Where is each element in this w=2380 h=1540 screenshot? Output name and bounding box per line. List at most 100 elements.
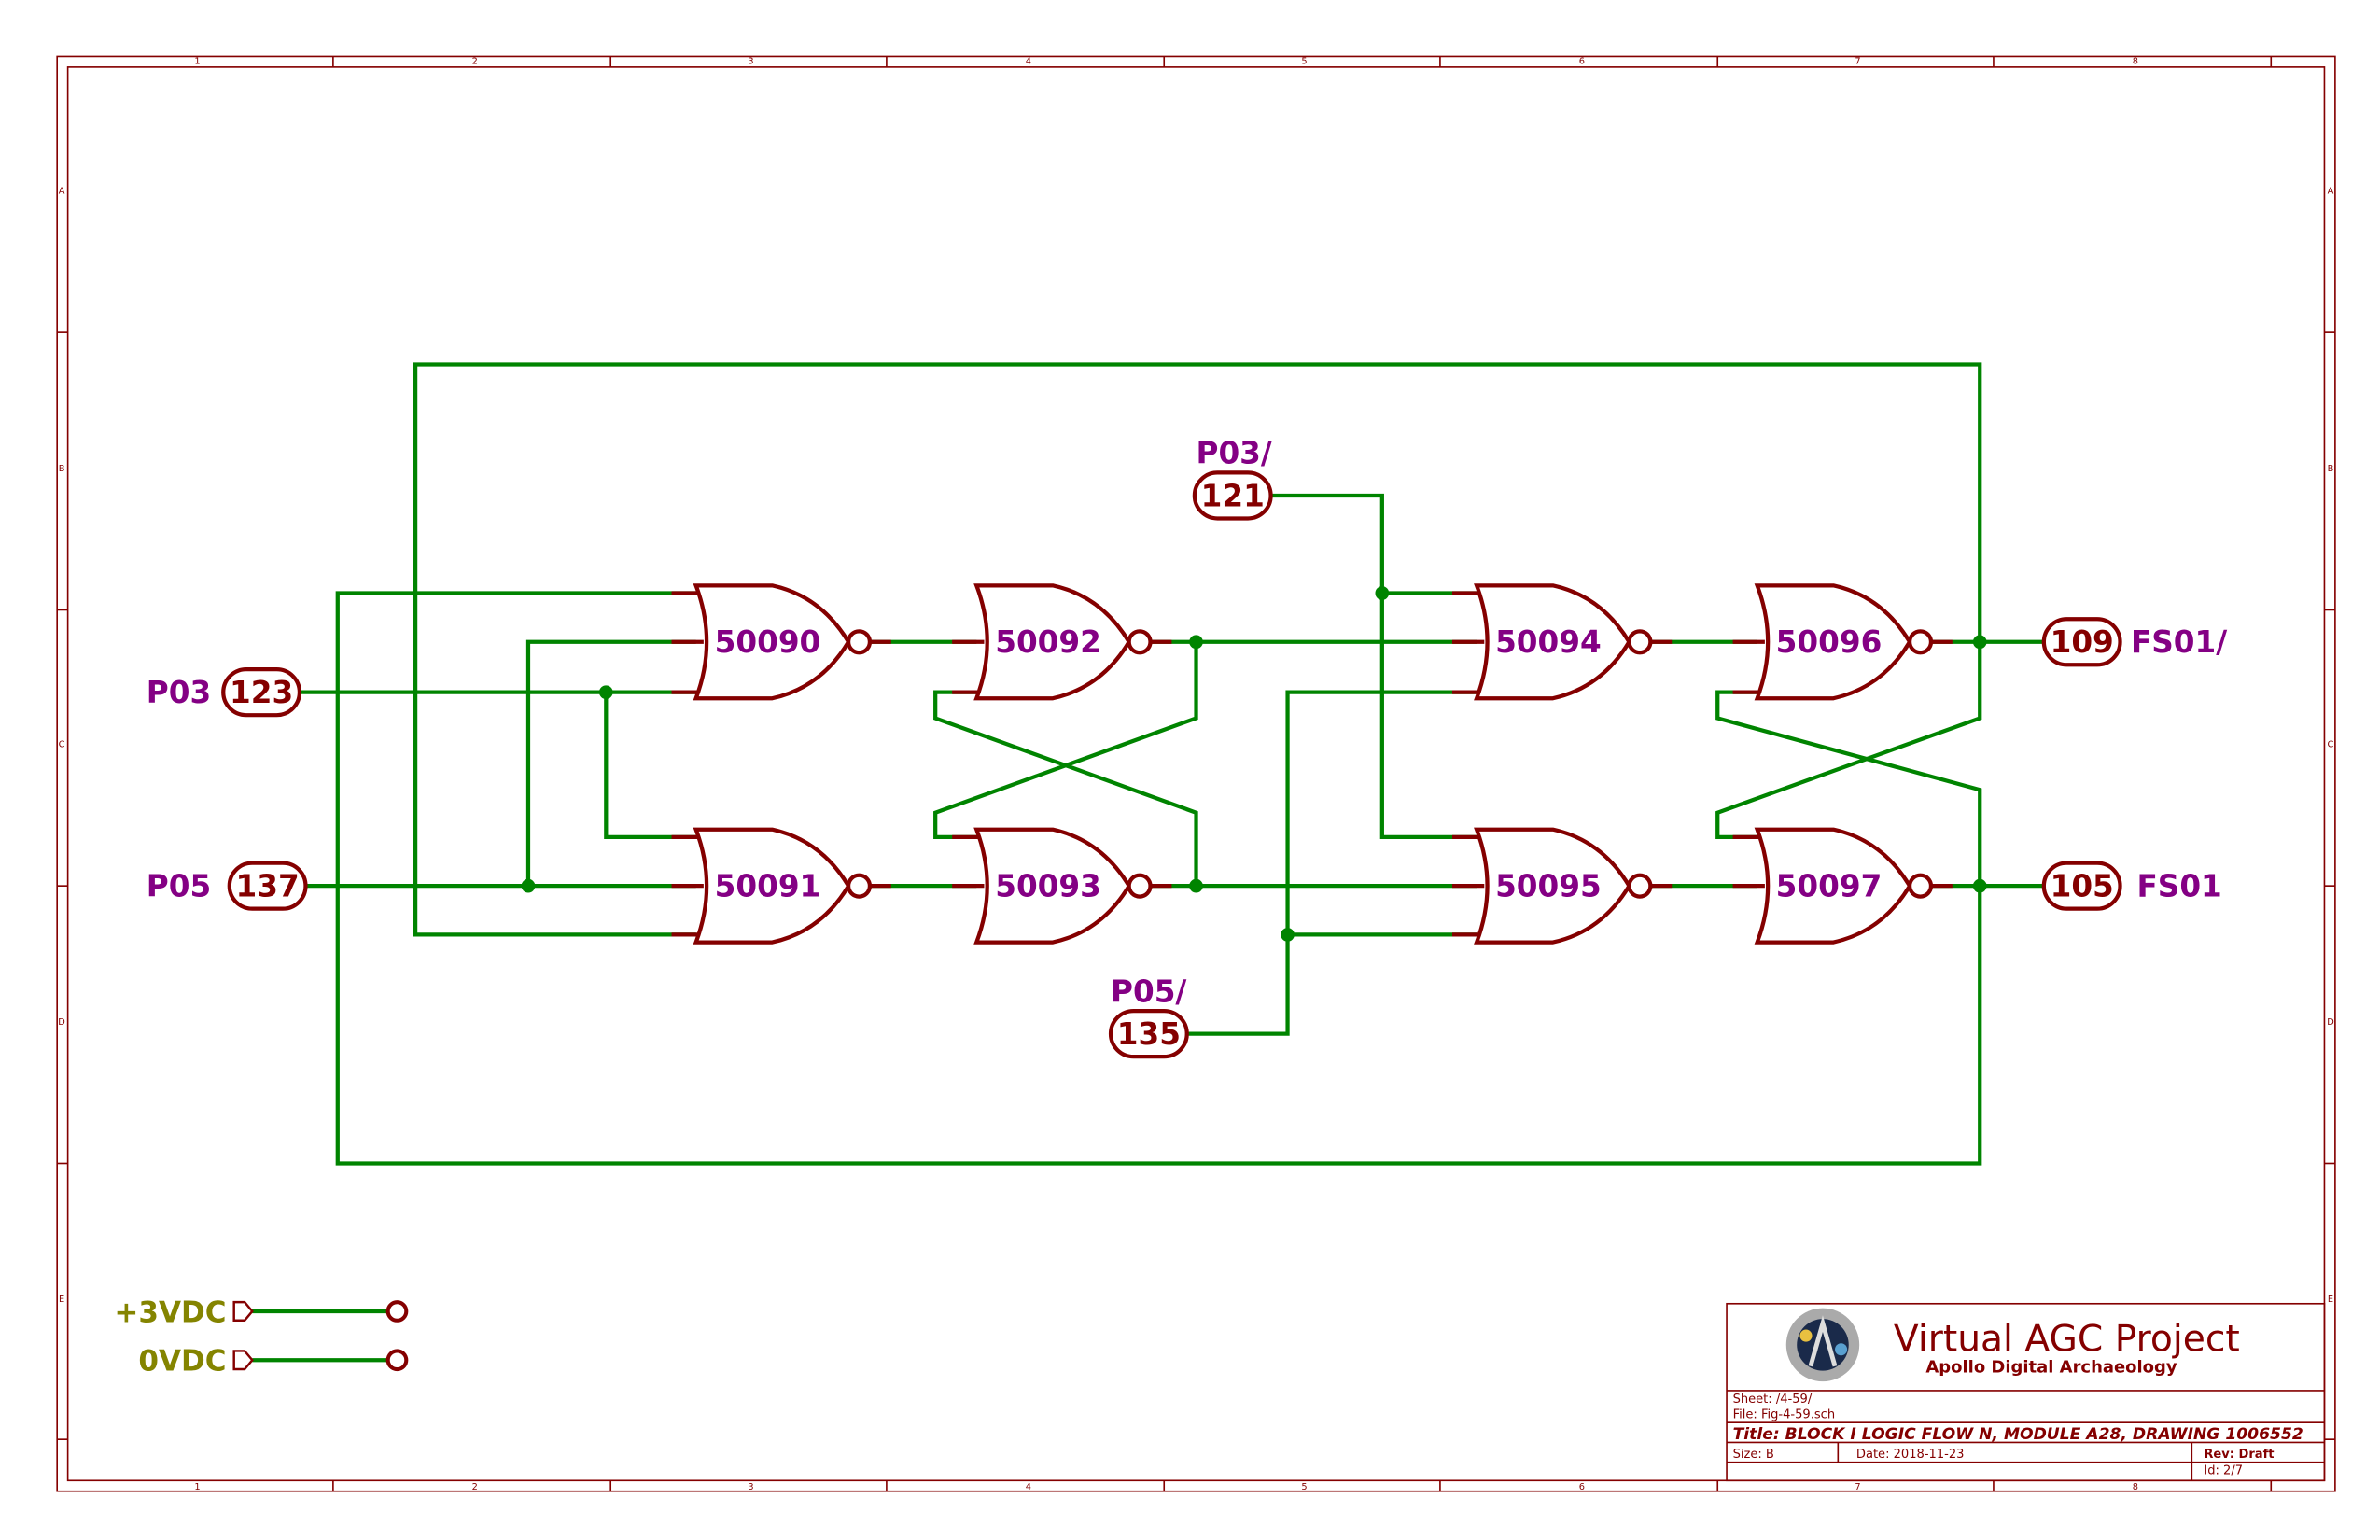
column-label: 4 (1026, 1482, 1031, 1492)
pin-123[interactable]: 123 P03 (147, 667, 302, 718)
power-label: 0VDC (138, 1345, 226, 1379)
signal-label: FS01/ (2131, 624, 2227, 660)
column-label: 2 (472, 57, 478, 67)
nor-gate-body-icon (973, 827, 1132, 945)
nor-gate-50090[interactable]: 50090 (671, 583, 891, 701)
column-label: 1 (194, 57, 200, 67)
nor-gate-body-icon (1754, 583, 1912, 701)
column-label: 7 (1855, 1482, 1860, 1492)
signal-label: P03/ (1197, 436, 1272, 471)
row-label: B (59, 464, 65, 474)
sheet-date: Date: 2018-11-23 (1856, 1448, 1965, 1462)
inverter-bubble-icon (846, 873, 873, 899)
connector-pin-icon (1192, 470, 1273, 521)
nor-gate-50092[interactable]: 50092 (952, 583, 1172, 701)
nor-gate-body-icon (1474, 583, 1631, 701)
nor-gate-body-icon (1754, 827, 1912, 945)
column-label: 3 (748, 1482, 753, 1492)
nor-gate-body-icon (1474, 827, 1631, 945)
sheet-id: Id: 2/7 (2204, 1464, 2243, 1478)
row-label: E (2328, 1295, 2333, 1305)
power-3vdc: +3VDC (114, 1295, 409, 1329)
power-0vdc: 0VDC (138, 1345, 409, 1379)
nor-gate-50096[interactable]: 50096 (1732, 583, 1953, 701)
pin-number: 123 (230, 675, 293, 710)
gate-label: 50090 (715, 624, 821, 660)
row-label: D (58, 1017, 65, 1028)
gate-label: 50091 (715, 869, 821, 904)
power-flag-icon (232, 1350, 254, 1371)
inverter-bubble-icon (1627, 629, 1653, 655)
pin-number: 135 (1117, 1016, 1181, 1052)
column-label: 6 (1579, 57, 1585, 67)
pin-121[interactable]: 121 P03/ (1192, 436, 1273, 521)
inverter-bubble-icon (1907, 629, 1934, 655)
nor-gate-body-icon (693, 827, 851, 945)
signal-label: FS01 (2137, 869, 2222, 904)
inverter-bubble-icon (1627, 873, 1653, 899)
inverter-bubble-icon (846, 629, 873, 655)
pin-105[interactable]: 105 FS01 (2041, 861, 2222, 911)
inverter-bubble-icon (1127, 873, 1153, 899)
nor-gates: 50090 50091 50092 50093 50094 50095 50096 50097 (671, 583, 1953, 945)
row-label: D (2327, 1017, 2334, 1028)
nor-gate-50093[interactable]: 50093 (952, 827, 1172, 945)
column-label: 6 (1579, 1482, 1585, 1492)
drawing-title: Title: BLOCK I LOGIC FLOW N, MODULE A28,… (1733, 1425, 2303, 1444)
pin-number: 105 (2051, 869, 2114, 904)
nor-gate-50097[interactable]: 50097 (1732, 827, 1953, 945)
revision: Rev: Draft (2204, 1448, 2274, 1462)
title-block: Virtual AGC Project Apollo Digital Archa… (1726, 1302, 2326, 1482)
column-label: 8 (2133, 57, 2138, 67)
column-label: 7 (1855, 57, 1860, 67)
project-name: Virtual AGC Project (1894, 1318, 2240, 1360)
column-label: 5 (1301, 57, 1307, 67)
signal-label: P05 (147, 869, 211, 904)
connector-pin-icon (1108, 1008, 1189, 1059)
column-label: 3 (748, 57, 753, 67)
apollo-nasa-logo (1785, 1308, 1860, 1382)
row-label: C (59, 739, 65, 749)
nor-gate-50094[interactable]: 50094 (1451, 583, 1673, 701)
inverter-bubble-icon (1907, 873, 1934, 899)
row-label: B (2328, 464, 2334, 474)
row-label: A (2328, 186, 2334, 196)
sheet-size: Size: B (1733, 1448, 1774, 1462)
connector-pin-icon (221, 667, 302, 718)
gate-label: 50092 (995, 624, 1101, 660)
pin-109[interactable]: 109 FS01/ (2041, 617, 2227, 667)
power-terminal-icon (385, 1300, 409, 1323)
pin-135[interactable]: 135 P05/ (1108, 973, 1189, 1059)
row-label: A (59, 186, 65, 196)
pin-number: 121 (1201, 478, 1265, 513)
wires (252, 362, 2044, 1363)
connector-pin-icon (227, 861, 308, 911)
column-label: 5 (1301, 1482, 1307, 1492)
gate-label: 50097 (1776, 869, 1883, 904)
gate-label: 50096 (1776, 624, 1883, 660)
signal-label: P03 (147, 675, 211, 710)
project-subtitle: Apollo Digital Archaeology (1925, 1357, 2177, 1377)
pin-number: 109 (2051, 624, 2114, 660)
file-name: File: Fig-4-59.sch (1733, 1407, 1836, 1421)
signal-label: P05/ (1111, 973, 1186, 1009)
nor-gate-50095[interactable]: 50095 (1451, 827, 1673, 945)
nor-gate-body-icon (973, 583, 1132, 701)
column-label: 8 (2133, 1482, 2138, 1492)
column-label: 2 (472, 1482, 478, 1492)
connector-pin-icon (2041, 617, 2122, 667)
power-label: +3VDC (114, 1295, 226, 1329)
row-label: C (2328, 739, 2334, 749)
connector-pin-icon (2041, 861, 2122, 911)
nor-gate-body-icon (693, 583, 851, 701)
column-label: 1 (194, 1482, 200, 1492)
gate-label: 50095 (1495, 869, 1602, 904)
gate-label: 50093 (995, 869, 1101, 904)
gate-label: 50094 (1495, 624, 1602, 660)
nor-gate-50091[interactable]: 50091 (671, 827, 891, 945)
inverter-bubble-icon (1127, 629, 1153, 655)
